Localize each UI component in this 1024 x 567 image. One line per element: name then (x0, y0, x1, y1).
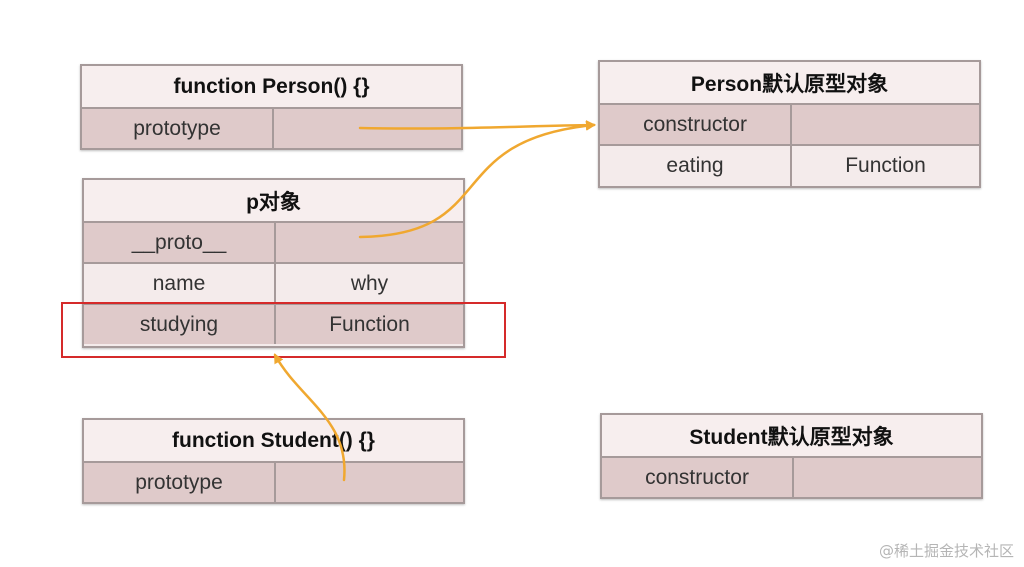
cell-value (272, 109, 461, 148)
student-prototype-table: Student默认原型对象 constructor (600, 413, 983, 499)
p-object-row-studying: studying Function (84, 303, 463, 344)
cell-key: studying (139, 312, 219, 336)
cell-key: eating (666, 154, 724, 177)
student-prototype-title: Student默认原型对象 (602, 415, 981, 456)
cell-key: name (152, 271, 206, 295)
person-function-row-prototype: prototype (82, 107, 461, 148)
person-prototype-table: Person默认原型对象 constructor eating Function (598, 60, 981, 188)
person-function-table: function Person() {} prototype (80, 64, 463, 150)
cell-value (792, 458, 981, 497)
studying-highlight-box (61, 302, 506, 358)
person-prototype-title: Person默认原型对象 (600, 62, 979, 103)
cell-key: constructor (643, 112, 747, 136)
cell-key: constructor (645, 465, 749, 489)
p-object-row-proto: __proto__ (84, 221, 463, 262)
p-object-row-name: name why (84, 262, 463, 303)
cell-value: Function (790, 146, 979, 186)
cell-value (274, 463, 463, 502)
cell-key: prototype (135, 470, 223, 494)
p-object-title: p对象 (84, 180, 463, 221)
student-function-table: function Student() {} prototype (82, 418, 465, 504)
cell-value: Function (274, 305, 463, 344)
student-function-title: function Student() {} (84, 420, 463, 461)
cell-key: __proto__ (131, 230, 227, 254)
cell-key: prototype (133, 116, 221, 140)
watermark: @稀土掘金技术社区 (878, 542, 1014, 560)
cell-value: why (274, 264, 463, 303)
cell-value (274, 223, 463, 262)
person-prototype-row-constructor: constructor (600, 103, 979, 144)
student-prototype-row-constructor: constructor (602, 456, 981, 497)
person-prototype-row-eating: eating Function (600, 144, 979, 186)
student-function-row-prototype: prototype (84, 461, 463, 502)
person-function-title: function Person() {} (82, 66, 461, 107)
cell-value (790, 105, 979, 144)
